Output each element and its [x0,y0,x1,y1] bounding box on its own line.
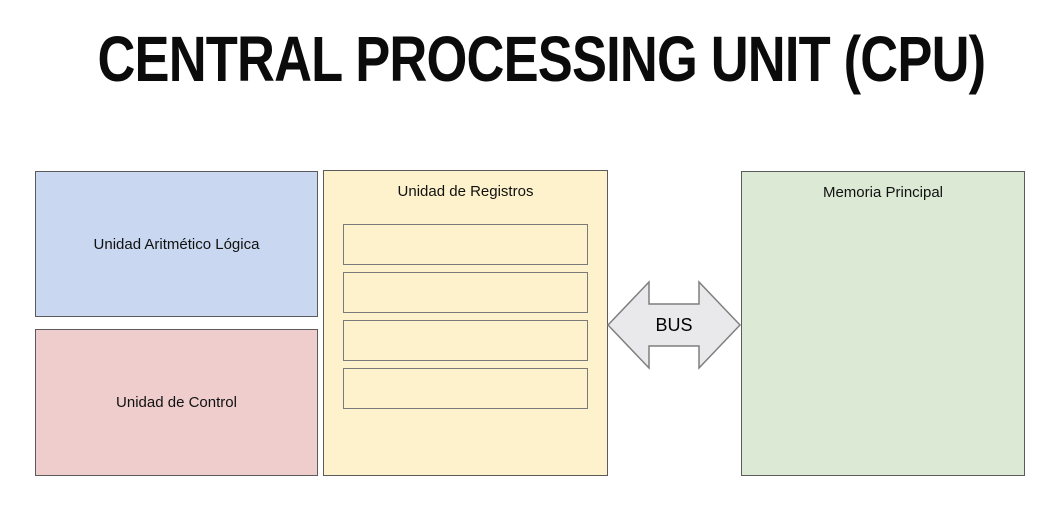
control-unit-box: Unidad de Control [35,329,318,476]
bus-label: BUS [655,314,693,335]
bus-arrow-shape [607,280,741,370]
register-slot [343,224,588,265]
bus-arrow: BUS [607,280,741,370]
register-slot [343,272,588,313]
register-slots [343,224,588,409]
alu-box: Unidad Aritmético Lógica [35,171,318,317]
register-slot [343,368,588,409]
alu-label: Unidad Aritmético Lógica [93,235,260,253]
control-unit-label: Unidad de Control [116,394,237,411]
main-memory-label: Memoria Principal [822,184,944,201]
page-title-wrap: CENTRAL PROCESSING UNIT (CPU) [0,22,1058,96]
register-slot [343,320,588,361]
registers-unit-label: Unidad de Registros [397,183,534,200]
main-memory-box: Memoria Principal [741,171,1025,476]
registers-unit-box: Unidad de Registros [323,170,608,476]
page-title: CENTRAL PROCESSING UNIT (CPU) [97,23,986,95]
bus-arrow-polygon [607,280,741,370]
